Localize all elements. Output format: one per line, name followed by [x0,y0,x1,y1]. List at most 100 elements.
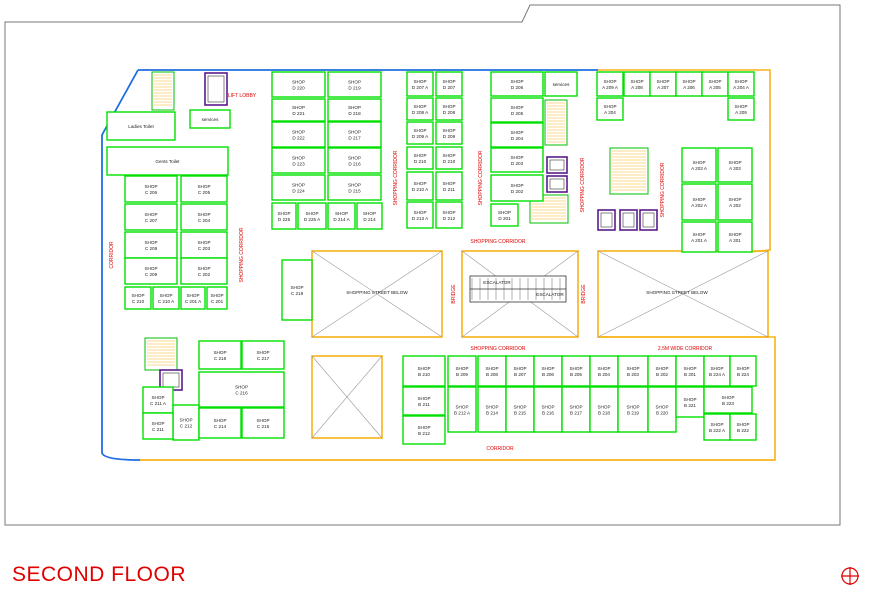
stair-a [151,71,175,111]
stair-e [144,337,178,371]
shop-label: SHOP [485,366,498,371]
shop-label: SHOP [510,130,523,135]
shop-number: D 220 [292,86,305,91]
shop-label: SHOP [348,156,361,161]
shop-number: D 203 [511,161,524,166]
shop-b-222-a [703,413,731,441]
shop-number: D 222 [292,136,305,141]
escalator-label-1: ESCALATOR [483,280,511,285]
shop-label: SHOP [197,184,210,189]
shop-label: SHOP [485,405,498,410]
shop-number: A 206 [683,85,695,90]
corridor-label-mid: SHOPPING CORRIDOR [470,346,525,352]
shop-label: SHOP [455,366,468,371]
shop-label: SHOP [708,79,721,84]
shop-number: B 224 A [709,372,726,377]
void-bridge [461,250,579,338]
shop-number: D 214 [363,217,376,222]
shop-number: B 212 [418,431,430,436]
shop-c-201 [206,286,228,310]
corridor-label-v3: SHOPPING CORRIDOR [478,150,484,205]
shop-number: C 218 [214,356,227,361]
shop-label: SHOP [292,156,305,161]
lift-e [619,209,638,231]
shop-b-212-a [447,386,477,433]
shop-label: SHOP [498,210,511,215]
shop-label: SHOP [179,418,192,423]
shop-label: SHOP [513,366,526,371]
shop-number: A 205 [709,85,721,90]
shop-number: D 223 [292,162,305,167]
shop-b-221 [675,386,705,418]
shop-b-203 [617,355,649,387]
shop-label: SHOP [348,80,361,85]
shop-label: SHOP [292,130,305,135]
shop-label: SHOP [710,422,723,427]
shop-a-201-a [681,221,717,253]
shop-label: SHOP [455,405,468,410]
shop-number: A 203 [729,166,741,171]
shop-number: C 201 A [185,299,202,304]
shop-label: SHOP [131,293,144,298]
shop-number: D 214 A [333,217,350,222]
lift-d [597,209,616,231]
shop-label: SHOP [442,210,455,215]
shop-number: C 211 A [150,401,167,406]
shop-b-212 [402,415,446,445]
services-2-label: services [553,82,571,87]
shop-number: B 211 [418,402,430,407]
shop-label: SHOP [413,210,426,215]
shop-number: A 209 A [602,85,619,90]
shop-label: SHOP [683,397,696,402]
shop-label: SHOP [510,105,523,110]
escalator-label-2: ESCALATOR [536,292,564,297]
shop-label: SHOP [541,405,554,410]
shop-number: D 201 [498,216,511,221]
shop-number: D 215 [348,189,361,194]
shop-label: SHOP [692,160,705,165]
shop-d-207 [435,71,463,97]
shop-label: SHOP [630,79,643,84]
shop-number: A 203 A [691,166,708,171]
lift-a [204,72,228,106]
shop-number: C 216 [235,391,248,396]
corridor-label-v2: SHOPPING CORRIDOR [393,150,399,205]
void-lower-cross-b [311,355,383,439]
corridor-label-v1: SHOPPING CORRIDOR [239,227,245,282]
shop-label: SHOP [736,422,749,427]
lift-b-inner [549,159,565,171]
shop-d-211 [435,171,463,201]
shop-number: B 222 A [709,428,726,433]
shop-label: SHOP [292,80,305,85]
shop-number: D 221 [292,111,305,116]
shop-d-206 [490,71,544,97]
shop-label: SHOP [603,79,616,84]
void-lower [311,355,383,439]
shop-d-218 [327,98,382,122]
shop-d-215 [327,174,382,201]
shop-b-215 [505,386,535,433]
shop-label: SHOP [292,105,305,110]
shop-b-217 [561,386,591,433]
shop-number: B 203 [627,372,639,377]
shop-label: SHOP [197,240,210,245]
shop-label: SHOP [656,79,669,84]
shop-label: SHOP [682,79,695,84]
street-label-2: SHOPPING STREET BELOW [646,290,708,295]
shop-c-203 [180,231,228,259]
lift-f [639,209,658,231]
shop-c-208 [124,231,178,259]
shop-number: B 208 [486,372,498,377]
shop-number: D 217 [348,136,361,141]
corridor-label-wide: 2.5M WIDE CORRIDOR [658,346,713,352]
shop-d-205 [490,97,544,123]
shop-d-212 [435,201,463,229]
shop-label: SHOP [541,366,554,371]
shop-label: SHOP [442,181,455,186]
shop-d-202 [490,174,544,202]
shop-c-217 [241,340,285,370]
lift-e-inner [622,212,635,228]
wall-left [101,69,141,461]
void-street-1-cross-b [311,250,443,338]
